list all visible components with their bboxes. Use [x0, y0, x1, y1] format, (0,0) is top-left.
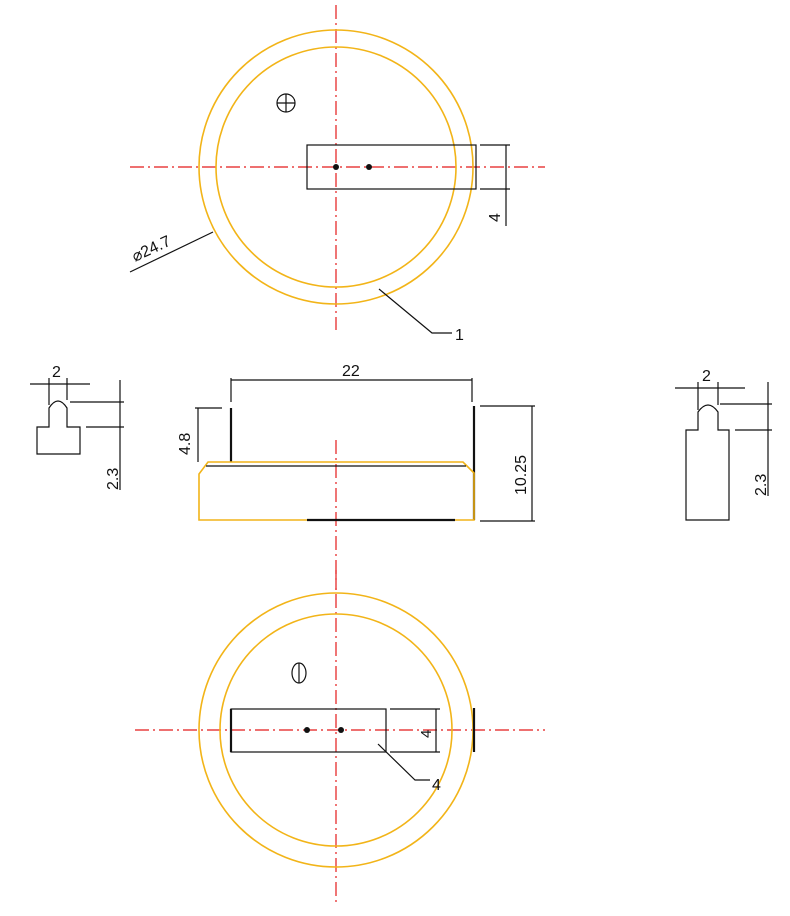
callout-leader — [378, 288, 452, 334]
bottom-height-dim: 4 — [418, 730, 435, 738]
pin-height-dim: 4.8 — [177, 433, 194, 455]
callout-4: 4 — [432, 777, 441, 794]
diameter-leader — [129, 231, 214, 273]
diameter-label: ⌀24.7 — [130, 233, 174, 266]
left-width-dim: 2 — [52, 364, 61, 381]
weld-point — [333, 164, 339, 170]
right-pin-detail: 2 2.3 — [675, 368, 772, 521]
left-height-dim: 2.3 — [105, 468, 122, 490]
weld-point — [366, 164, 372, 170]
callout-1: 1 — [455, 327, 464, 344]
top-height-dim: 4 — [487, 213, 504, 222]
callout-leader — [377, 743, 430, 781]
width-dim: 22 — [342, 363, 360, 380]
top-view: 4 ⌀24.7 1 — [130, 5, 545, 344]
plus-symbol-icon — [276, 93, 296, 113]
weld-point — [304, 727, 310, 733]
right-width-dim: 2 — [702, 368, 711, 385]
outer-circle — [198, 29, 474, 305]
inner-circle — [219, 613, 453, 847]
cell-body — [198, 461, 475, 521]
side-view: 22 4.8 10.25 — [177, 363, 535, 590]
right-height-dim: 2.3 — [753, 474, 770, 496]
total-height-dim: 10.25 — [513, 455, 530, 495]
inner-circle — [215, 46, 457, 288]
weld-point — [338, 727, 344, 733]
bottom-view: 4 4 — [135, 570, 545, 905]
terminal-tab — [306, 144, 477, 190]
minus-symbol-icon — [291, 662, 307, 684]
left-pin-detail: 2 2.3 — [30, 364, 124, 490]
